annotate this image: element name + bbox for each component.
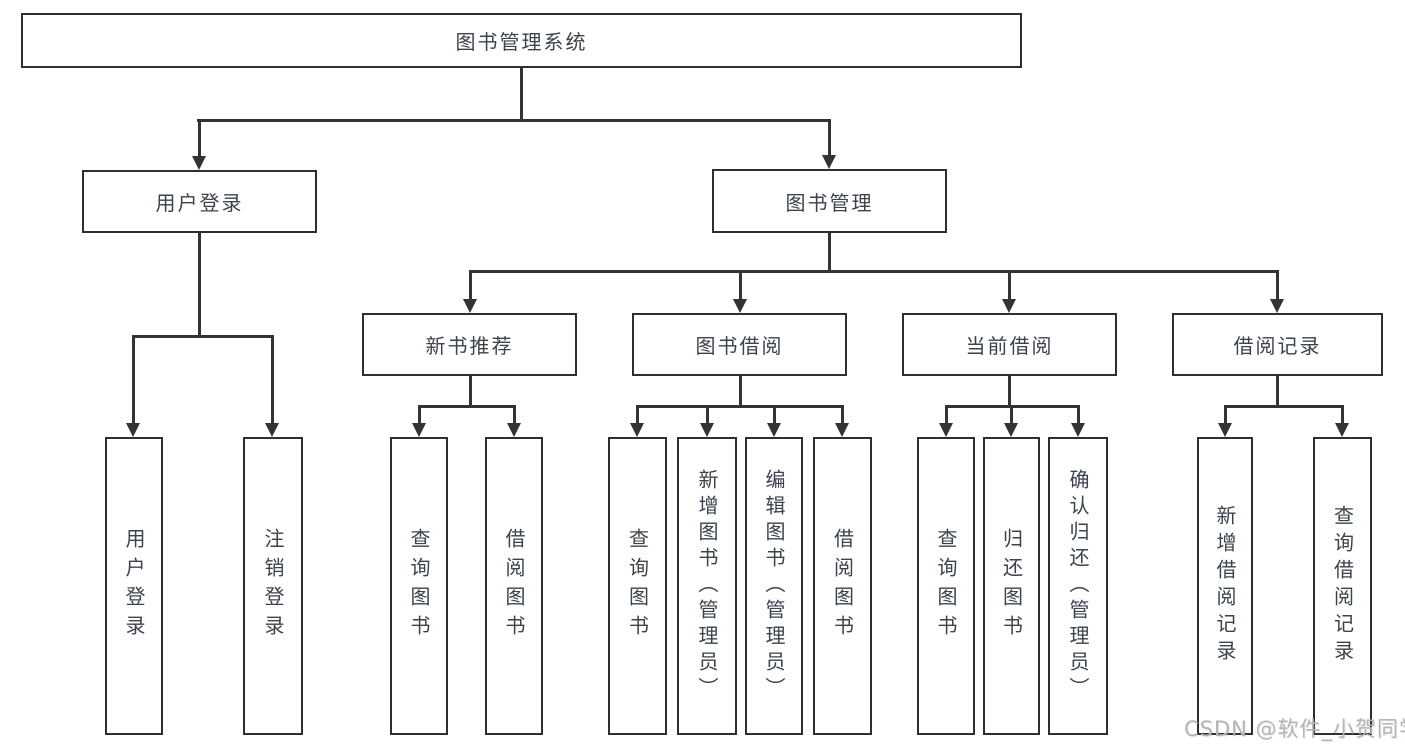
connector-line	[520, 68, 523, 120]
connector-line	[132, 335, 135, 425]
arrow-down-icon	[265, 423, 279, 437]
arrow-down-icon	[822, 155, 836, 169]
node-borrow-record: 借阅记录	[1172, 313, 1383, 376]
arrow-down-icon	[192, 156, 206, 170]
connector-line	[773, 405, 776, 425]
arrow-down-icon	[412, 423, 426, 437]
leaf-confirm-return-admin: 确认归还（管理员）	[1048, 437, 1108, 735]
node-user-login: 用户登录	[82, 170, 317, 233]
connector-line	[513, 405, 516, 425]
arrow-down-icon	[1002, 299, 1016, 313]
connector-line	[198, 233, 201, 337]
leaf-query-book-bb: 查询图书	[608, 437, 667, 735]
leaf-add-borrow-record: 新增借阅记录	[1197, 437, 1253, 735]
arrow-down-icon	[835, 423, 849, 437]
connector-line	[945, 405, 948, 425]
arrow-down-icon	[1335, 423, 1349, 437]
leaf-logout: 注销登录	[243, 437, 303, 735]
leaf-edit-book-admin: 编辑图书（管理员）	[745, 437, 803, 735]
connector-line	[1008, 376, 1011, 407]
arrow-down-icon	[939, 423, 953, 437]
arrow-down-icon	[767, 423, 781, 437]
leaf-return-book: 归还图书	[983, 437, 1040, 735]
connector-line	[1010, 405, 1013, 425]
connector-line	[841, 405, 844, 425]
arrow-down-icon	[1004, 423, 1018, 437]
connector-line	[418, 405, 421, 425]
arrow-down-icon	[126, 423, 140, 437]
connector-line	[1077, 405, 1080, 425]
arrow-down-icon	[1071, 423, 1085, 437]
leaf-query-book-nb: 查询图书	[390, 437, 448, 735]
arrow-down-icon	[630, 423, 644, 437]
leaf-borrow-book-nb: 借阅图书	[485, 437, 543, 735]
connector-line	[636, 405, 639, 425]
connector-line	[1224, 405, 1344, 408]
node-current-borrow: 当前借阅	[902, 313, 1117, 376]
node-root-library-system: 图书管理系统	[21, 13, 1022, 68]
connector-line	[469, 270, 472, 302]
connector-line	[1008, 270, 1011, 302]
leaf-user-login: 用户登录	[105, 437, 163, 735]
arrow-down-icon	[1270, 299, 1284, 313]
node-book-borrow: 图书借阅	[632, 313, 847, 376]
connector-line	[1224, 405, 1227, 425]
connector-line	[469, 270, 1279, 273]
connector-line	[828, 119, 831, 159]
connector-line	[418, 405, 516, 408]
connector-line	[828, 233, 831, 272]
connector-line	[197, 119, 830, 122]
leaf-query-borrow-record: 查询借阅记录	[1313, 437, 1372, 735]
connector-line	[1276, 270, 1279, 302]
connector-line	[706, 405, 709, 425]
leaf-borrow-book-bb: 借阅图书	[813, 437, 872, 735]
connector-line	[198, 119, 201, 159]
arrow-down-icon	[463, 299, 477, 313]
connector-line	[1341, 405, 1344, 425]
connector-line	[636, 405, 844, 408]
connector-line	[469, 376, 472, 407]
arrow-down-icon	[507, 423, 521, 437]
connector-line	[739, 270, 742, 302]
node-new-book-recommend: 新书推荐	[362, 313, 577, 376]
connector-line	[132, 335, 274, 338]
connector-line	[271, 335, 274, 425]
leaf-add-book-admin: 新增图书（管理员）	[677, 437, 737, 735]
connector-line	[1276, 376, 1279, 407]
arrow-down-icon	[700, 423, 714, 437]
arrow-down-icon	[1218, 423, 1232, 437]
node-book-management: 图书管理	[712, 169, 947, 233]
connector-line	[739, 376, 742, 407]
leaf-query-book-cb: 查询图书	[917, 437, 975, 735]
arrow-down-icon	[733, 299, 747, 313]
csdn-watermark: CSDN @软件_小贺同学	[1184, 717, 1405, 741]
